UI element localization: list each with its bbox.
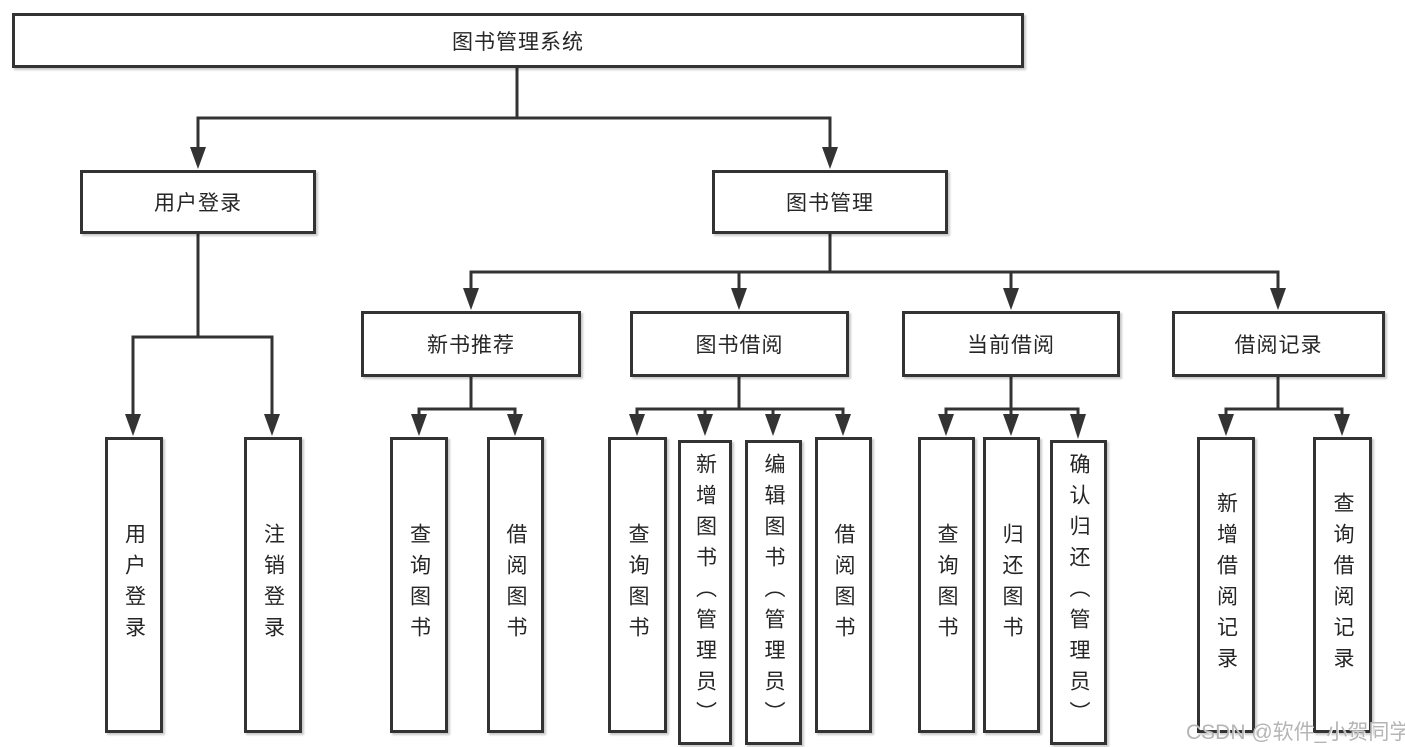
leaf-return-book: 归还图书 [983, 437, 1040, 733]
leaf-label: 新增图书（管理员） [693, 453, 717, 732]
leaf-label: 查询图书 [935, 523, 958, 647]
leaf-add-borrow-record: 新增借阅记录 [1197, 437, 1255, 733]
leaf-borrow-book: 借阅图书 [815, 437, 872, 733]
node-label: 图书管理 [786, 192, 874, 215]
leaf-query-book-borrow: 查询图书 [608, 437, 667, 733]
node-user-login: 用户登录 [80, 170, 316, 234]
leaf-label: 借阅图书 [504, 523, 527, 647]
csdn-watermark: CSDN @软件_小贺同学 [1186, 721, 1405, 744]
leaf-label: 查询图书 [407, 523, 431, 647]
leaf-label: 新增借阅记录 [1214, 492, 1238, 678]
leaf-label: 注销登录 [261, 523, 285, 647]
leaf-query-book-current: 查询图书 [918, 437, 975, 733]
node-label: 图书管理系统 [452, 30, 584, 54]
arrowhead-icons [125, 147, 1350, 439]
leaf-label: 确认归还（管理员） [1067, 453, 1090, 732]
node-label: 图书借阅 [695, 334, 784, 357]
connector-strokes [131, 66, 1344, 416]
leaf-label: 用户登录 [122, 523, 146, 647]
node-current-borrow: 当前借阅 [902, 311, 1120, 377]
leaf-borrow-book-recommend: 借阅图书 [487, 437, 544, 733]
leaf-user-login: 用户登录 [105, 437, 163, 733]
leaf-label: 查询借阅记录 [1331, 492, 1354, 678]
leaf-query-book-recommend: 查询图书 [390, 437, 448, 733]
node-book-borrow: 图书借阅 [630, 311, 849, 377]
leaf-logout: 注销登录 [244, 437, 302, 733]
leaf-edit-book-admin: 编辑图书（管理员） [745, 440, 802, 745]
node-label: 当前借阅 [967, 334, 1055, 357]
leaf-label: 归还图书 [1000, 523, 1023, 647]
node-borrow-records: 借阅记录 [1172, 311, 1385, 377]
node-label: 用户登录 [154, 192, 242, 215]
leaf-label: 编辑图书（管理员） [762, 453, 785, 732]
node-label: 借阅记录 [1234, 334, 1323, 357]
leaf-label: 查询图书 [626, 523, 649, 647]
node-book-management: 图书管理 [712, 170, 948, 234]
node-label: 新书推荐 [427, 334, 515, 357]
node-new-book-recommend: 新书推荐 [361, 311, 581, 377]
leaf-query-borrow-record: 查询借阅记录 [1313, 437, 1372, 733]
leaf-confirm-return-admin: 确认归还（管理员） [1050, 440, 1107, 745]
node-root: 图书管理系统 [12, 13, 1024, 68]
leaf-label: 借阅图书 [832, 523, 855, 647]
leaf-add-book-admin: 新增图书（管理员） [678, 440, 732, 745]
